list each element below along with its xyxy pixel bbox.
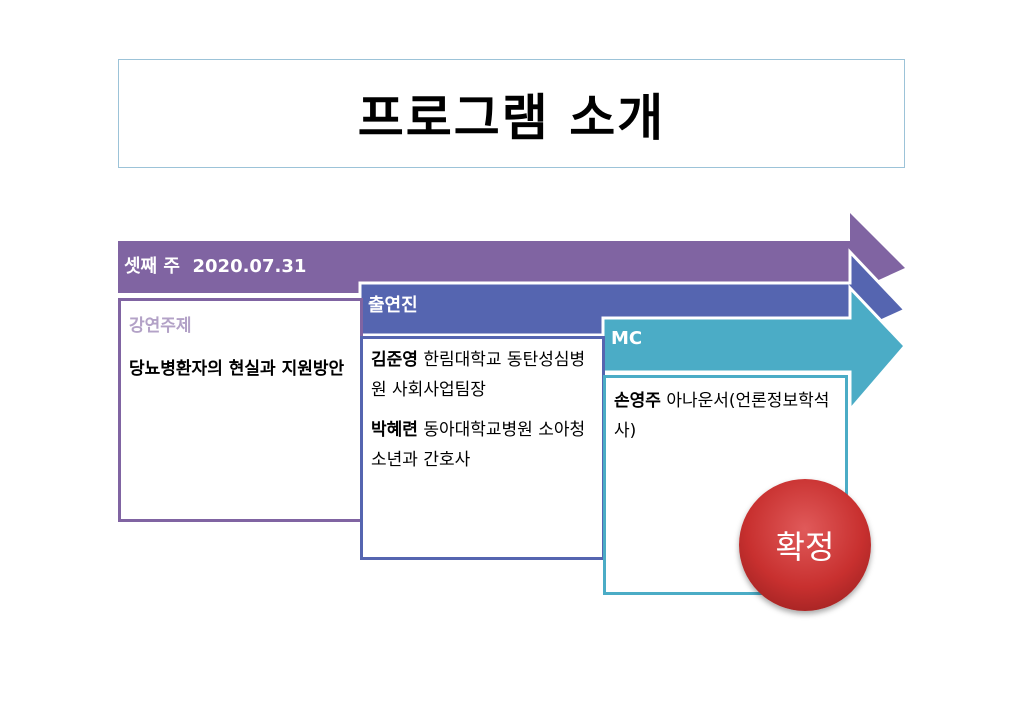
page-title: 프로그램 소개 <box>357 88 666 147</box>
lecture-topic: 당뇨병환자의 현실과 지원방안 <box>129 359 345 379</box>
mc-desc: 아나운서(언론정보학석사) <box>614 391 830 441</box>
confirmed-badge: 확정 <box>739 479 871 611</box>
speaker-2: 박혜련 동아대학교병원 소아청소년과 간호사 <box>371 415 594 475</box>
speakers-bar-label: 출연진 <box>368 295 418 316</box>
mc-name: 손영주 <box>614 391 661 411</box>
title-box: 프로그램 소개 <box>118 59 905 168</box>
week-date: 2020.07.31 <box>192 256 307 277</box>
week-name: 셋째 주 <box>124 256 180 277</box>
speaker-1-desc: 한림대학교 동탄성심병원 사회사업팀장 <box>371 350 586 400</box>
mc-bar-label: MC <box>611 328 643 349</box>
lecture-heading: 강연주제 <box>129 316 192 336</box>
arrow-week <box>118 213 905 293</box>
speakers-panel: 김준영 한림대학교 동탄성심병원 사회사업팀장 박혜련 동아대학교병원 소아청소… <box>360 336 605 560</box>
arrow-mc <box>601 284 908 415</box>
week-label: 셋째 주 2020.07.31 <box>124 252 306 278</box>
speaker-2-name: 박혜련 <box>371 420 418 440</box>
speaker-1-name: 김준영 <box>371 350 418 370</box>
lecture-panel: 강연주제 당뇨병환자의 현실과 지원방안 <box>118 298 363 522</box>
speaker-2-desc: 동아대학교병원 소아청소년과 간호사 <box>371 420 586 470</box>
speaker-1: 김준영 한림대학교 동탄성심병원 사회사업팀장 <box>371 345 594 405</box>
mc-info: 손영주 아나운서(언론정보학석사) <box>614 386 837 446</box>
